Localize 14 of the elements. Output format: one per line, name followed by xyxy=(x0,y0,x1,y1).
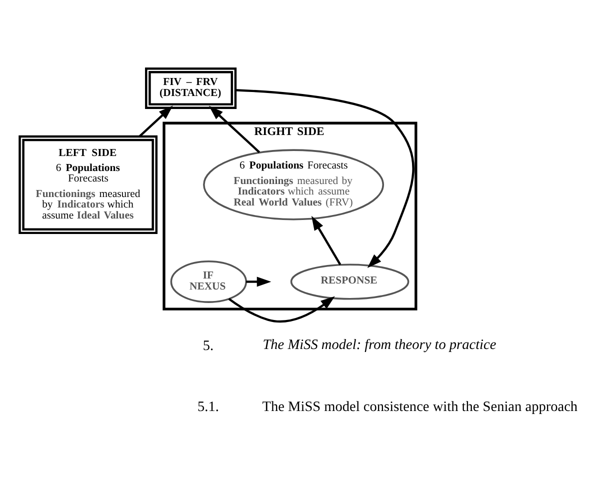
node-ellipse: IF NEXUS xyxy=(170,260,248,303)
label: 5.1. xyxy=(198,398,219,415)
node-box: FIV – FRV (DISTANCE) xyxy=(145,67,237,109)
arrow xyxy=(246,276,272,287)
arrow xyxy=(235,88,414,268)
arrow xyxy=(311,216,342,266)
arrow xyxy=(228,296,335,323)
arrow xyxy=(208,106,260,154)
label: 5. xyxy=(202,338,214,354)
label: The MiSS model: from theory to practice xyxy=(262,337,496,354)
arrow xyxy=(138,106,173,137)
node-ellipse: 6 Populations Forecasts Functionings measured by Indicators which assume Real World Values (FRV) xyxy=(203,149,384,220)
label: The MiSS model consistence with the Senian approach xyxy=(262,398,578,415)
node-ellipse: RESPONSE xyxy=(290,264,410,300)
